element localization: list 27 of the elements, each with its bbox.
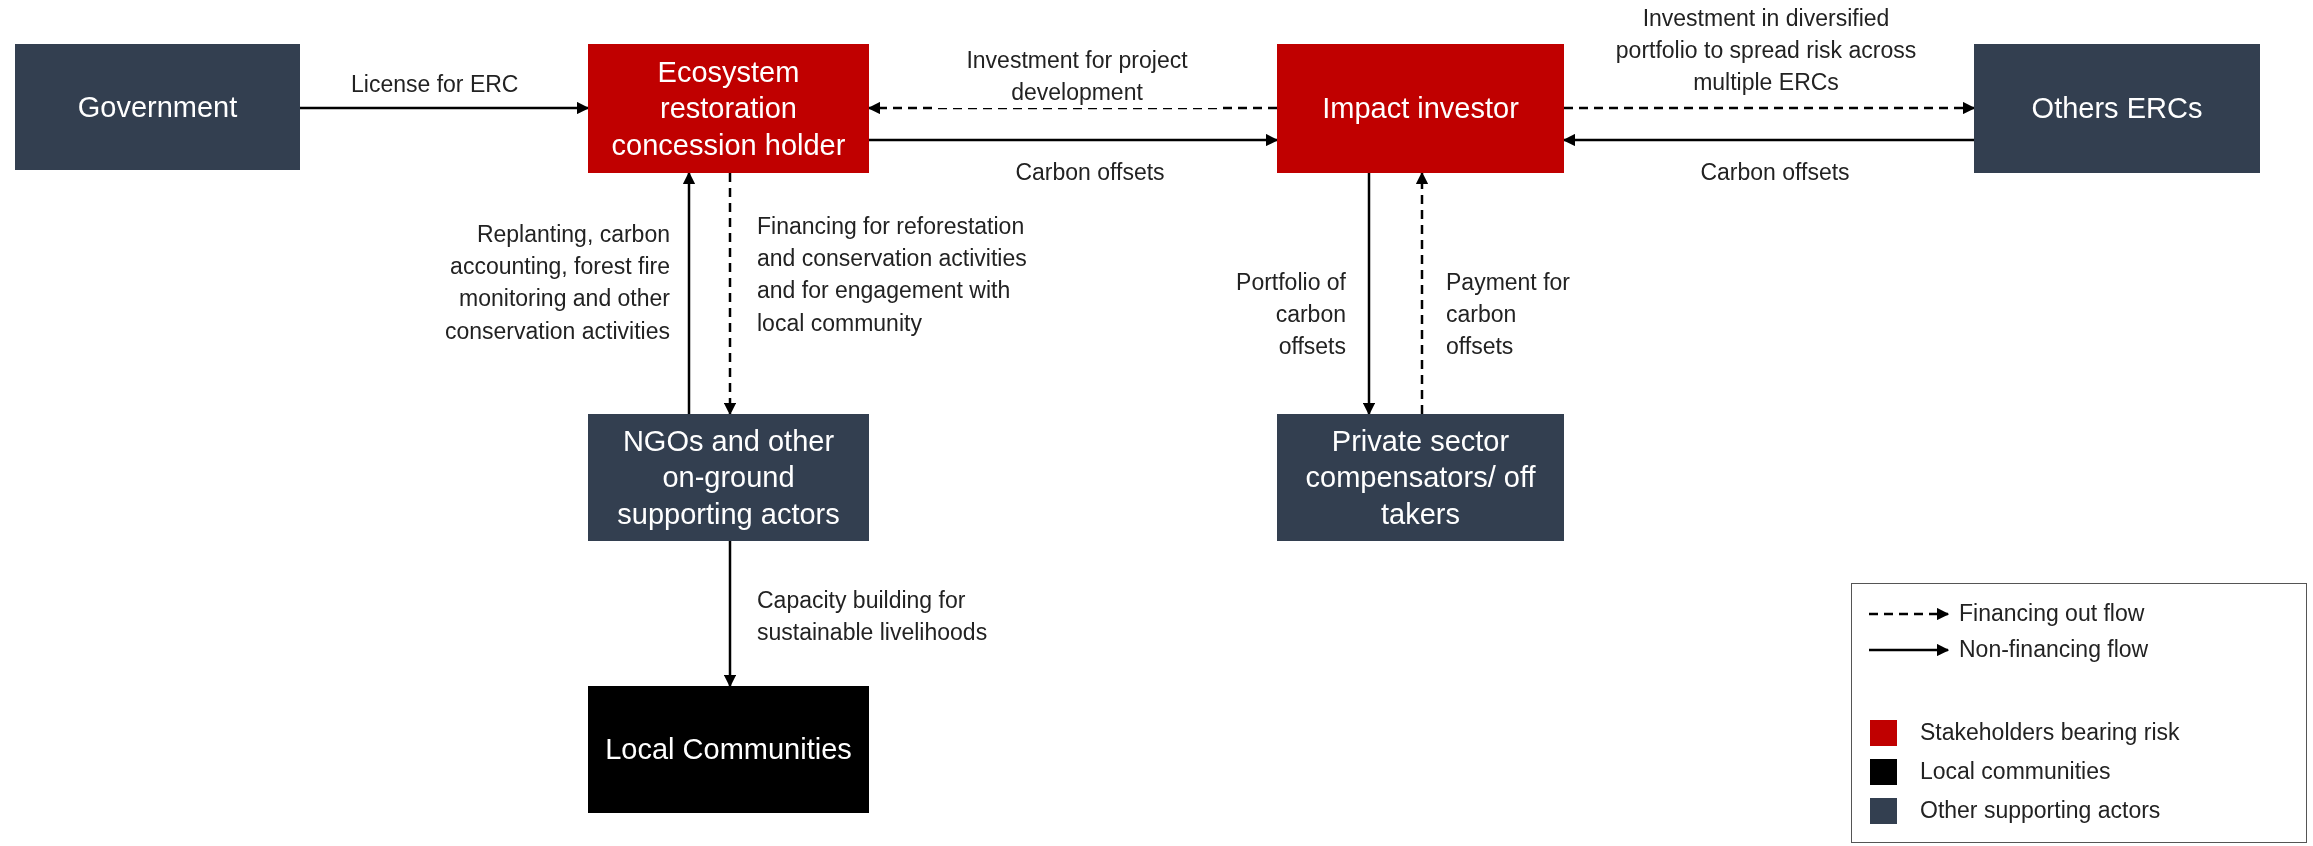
legend-label: Local communities [1920,758,2111,785]
arrow [300,101,590,115]
node-label: Ecosystem restoration concession holder [610,55,847,163]
actor-box [588,44,869,173]
node-label: Impact investor [1322,91,1519,127]
arrow [1415,171,1429,414]
legend-label: Non-financing flow [1959,636,2149,663]
node-label: Local Communities [605,732,852,768]
arrow [869,133,1279,147]
legend-label: Other supporting actors [1920,797,2161,824]
arrow [723,541,737,688]
arrow [723,173,737,416]
actor-box [588,414,869,541]
node-label: Government [77,89,238,125]
arrow [682,171,696,414]
node-label: Others ERCs [2031,91,2203,127]
actor-box [588,686,869,813]
arrow [1564,101,1976,115]
actor-box [15,44,300,170]
actor-box [1277,414,1564,541]
arrow [1362,173,1376,416]
actor-box [1277,44,1564,173]
legend-label: Financing out flow [1959,600,2145,627]
node-label: Private sector compensators/ off takers [1304,424,1537,532]
legend-label: Stakeholders bearing risk [1920,719,2180,746]
actor-box [1974,44,2260,173]
node-label: NGOs and other on-ground supporting actors [616,424,841,532]
